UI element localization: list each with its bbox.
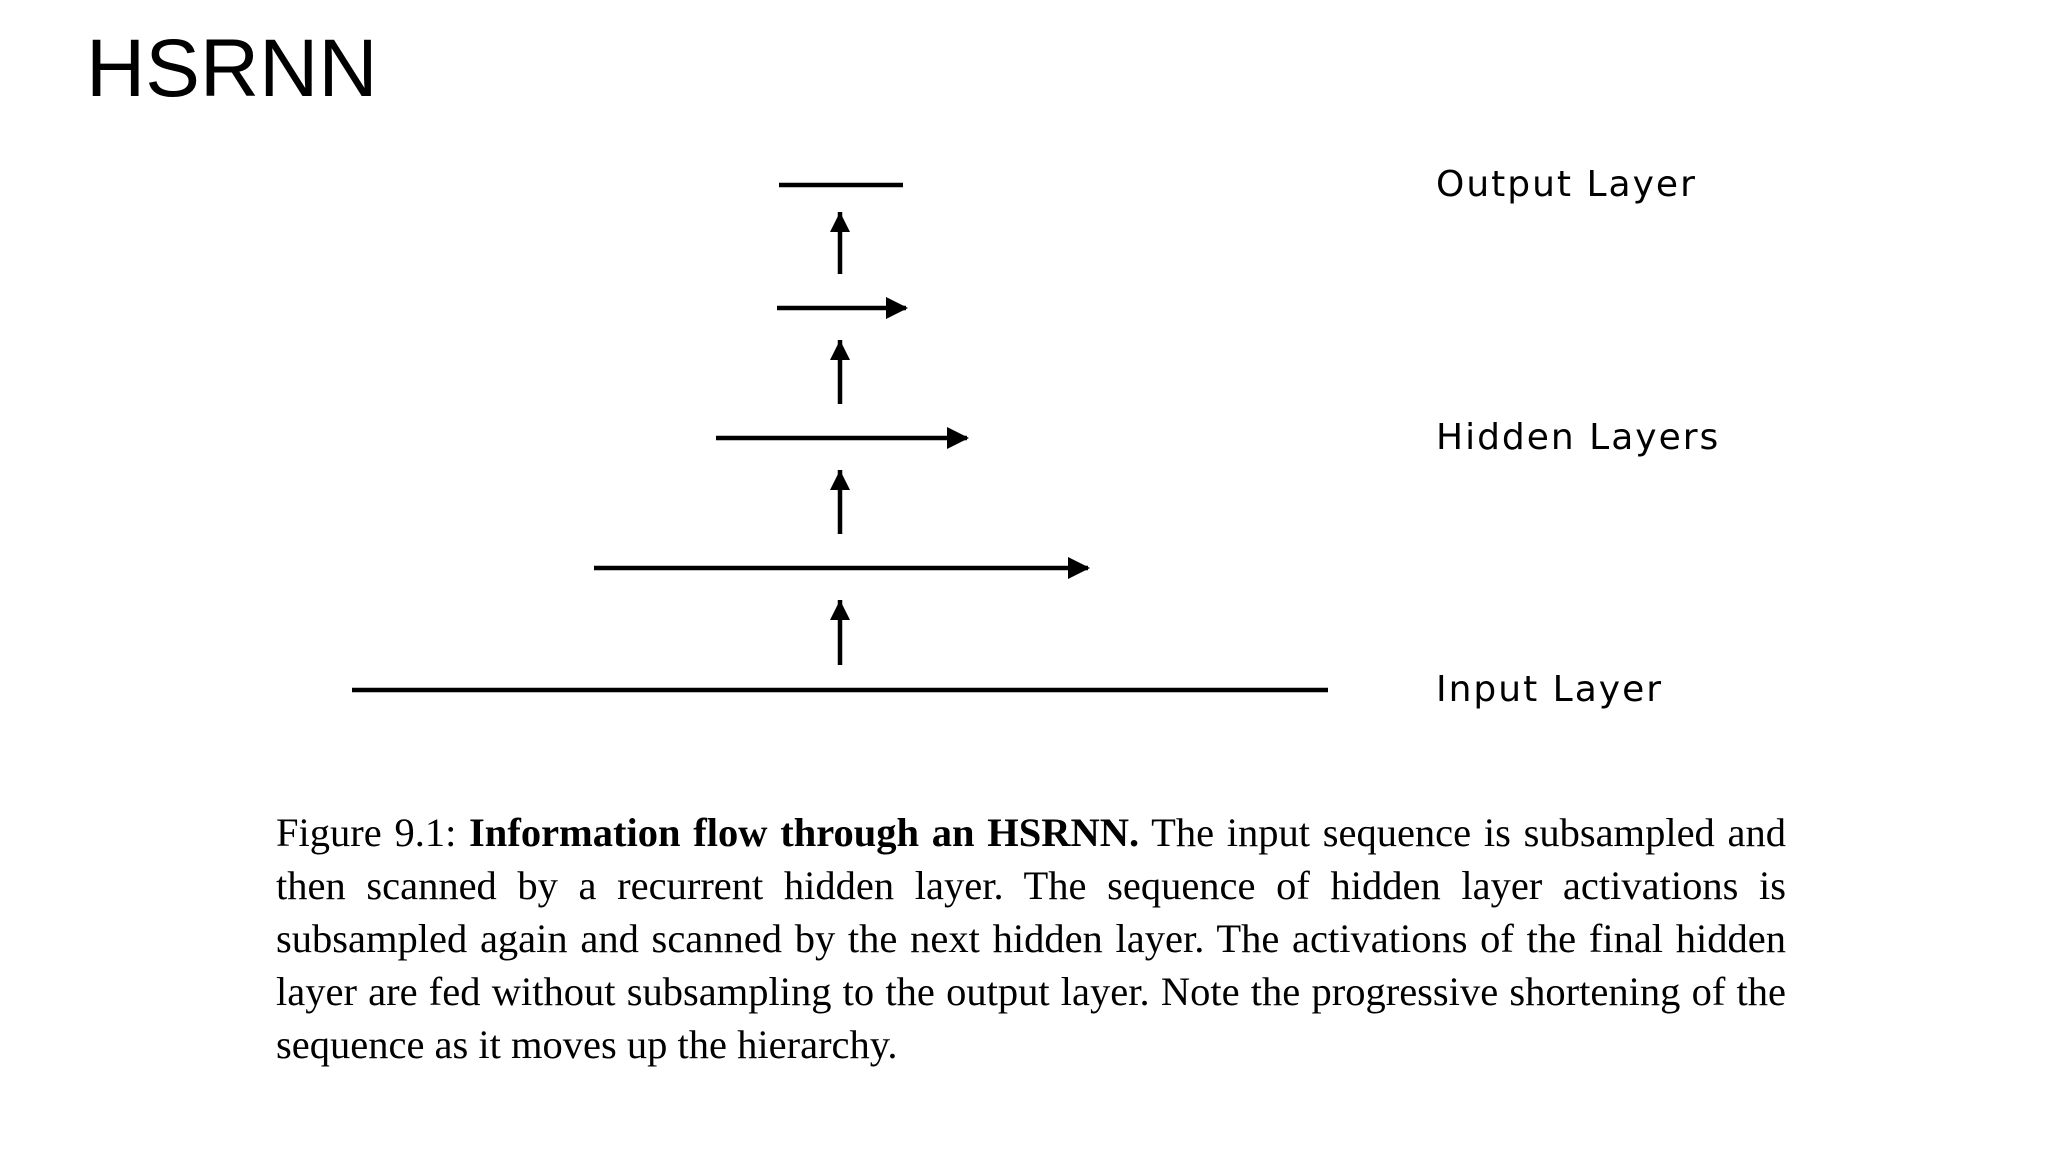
slide-title: HSRNN: [86, 23, 378, 114]
caption-bold-title: Information flow through an HSRNN.: [469, 810, 1140, 855]
caption-text: The input sequence is subsampled and the…: [276, 810, 1786, 1067]
output-layer-label: Output Layer: [1436, 164, 1697, 205]
input-layer-label: Input Layer: [1436, 669, 1663, 710]
caption-figure-number: Figure 9.1:: [276, 810, 457, 855]
figure-caption: Figure 9.1: Information flow through an …: [276, 806, 1786, 1071]
hsrnn-diagram: Output Layer Hidden Layers Input Layer: [352, 164, 1720, 710]
hidden-layers-label: Hidden Layers: [1436, 417, 1720, 458]
